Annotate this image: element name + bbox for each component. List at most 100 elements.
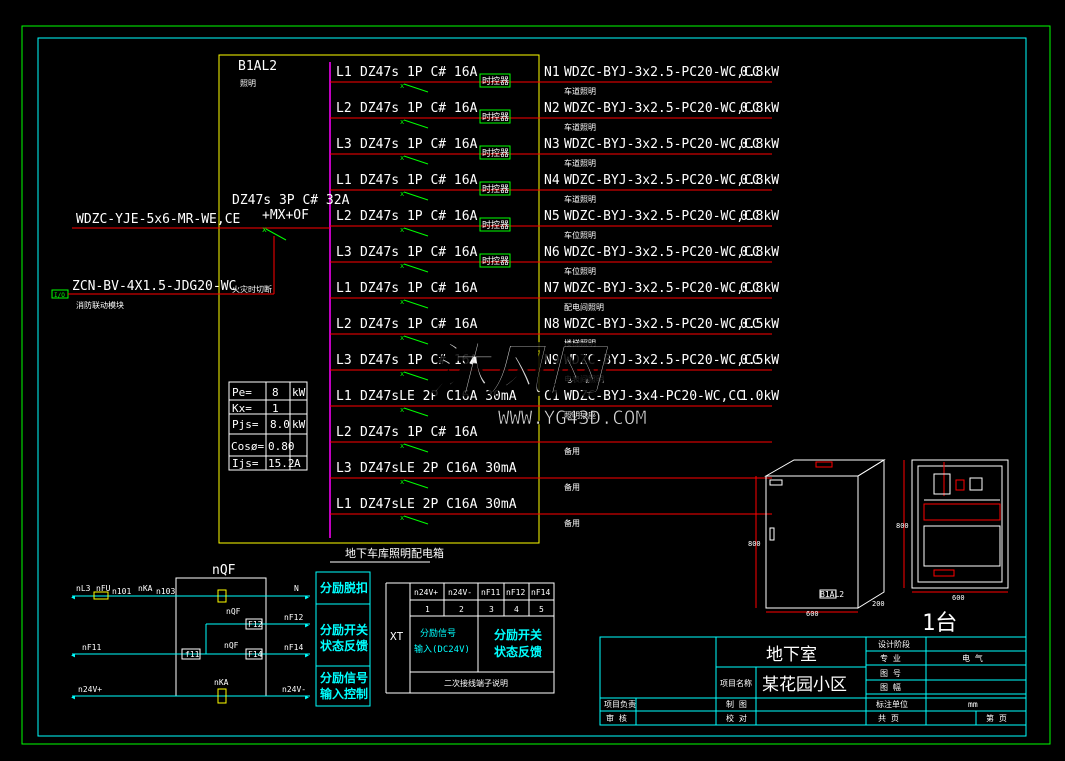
circuit-id: N2 <box>544 101 560 116</box>
circuit-note: 车道照明 <box>564 194 596 204</box>
profession-value: 电 气 <box>962 653 983 663</box>
circuit-switch-mark: x <box>400 334 404 342</box>
circuit-breaker: DZ47s 1P C# 16A <box>360 65 478 80</box>
circuit-switch-mark: x <box>400 154 404 162</box>
circuit-phase: L2 <box>336 317 352 332</box>
circuit-note: 车道照明 <box>564 122 596 132</box>
drawing-no-label: 图 号 <box>880 669 901 678</box>
wire-nF11: nF11 <box>82 643 101 652</box>
fuse-label: nFU <box>96 584 111 593</box>
circuit-breaker: DZ47s 1P C# 16A <box>360 137 478 152</box>
ctrl-label-2-l2: 输入控制 <box>320 686 368 701</box>
circuit-breaker: DZ47s 1P C# 16A <box>360 101 478 116</box>
load-k-2: Pjs= <box>232 418 259 431</box>
ka-label-top: nKA <box>138 584 153 593</box>
circuit-cable: WDZC-BYJ-3x2.5-PC20-WC,CC <box>564 173 760 188</box>
main-breaker: DZ47s 3P C# 32A <box>232 193 350 208</box>
term-h-0: n24V+ <box>414 588 438 597</box>
term-signal-l1: 分励信号 <box>420 627 456 639</box>
wire-nL3: nL3 <box>76 584 91 593</box>
circuit-switch <box>403 515 429 525</box>
timer-label: 时控器 <box>482 255 509 267</box>
term-n-0: 1 <box>425 605 430 614</box>
scale-label: 图 幅 <box>880 682 901 692</box>
circuit-switch-mark: x <box>400 262 404 270</box>
circuit-switch-mark: x <box>400 514 404 522</box>
term-n-1: 2 <box>459 605 464 614</box>
circuit-note: 车位照明 <box>564 230 596 240</box>
circuit-note: 车道照明 <box>564 158 596 168</box>
circuit-power: 0.8kW <box>740 281 779 296</box>
leader-label: 项目负责 <box>604 699 636 709</box>
load-v-0: 8 <box>272 386 279 399</box>
circuit-note: 车位照明 <box>564 266 596 276</box>
circuit-power: 0.8kW <box>740 209 779 224</box>
circuit-power: 0.8kW <box>740 173 779 188</box>
drawing-name: 地下室 <box>766 645 817 665</box>
term-n-4: 5 <box>539 605 544 614</box>
circuit-switch-mark: x <box>400 478 404 486</box>
ctrl-label-2-l1: 分励信号 <box>320 670 368 685</box>
circuit-phase: L1 <box>336 389 352 404</box>
timer-label: 时控器 <box>482 111 509 123</box>
wire-N: N <box>294 584 299 593</box>
load-k-0: Pe= <box>232 386 252 399</box>
term-h-4: nF14 <box>531 588 550 597</box>
circuit-breaker: DZ47sLE 2P C16A 30mA <box>360 389 517 404</box>
main-breaker-aux: +MX+OF <box>262 208 309 223</box>
circuit-cable: WDZC-BYJ-3x2.5-PC20-WC,CC <box>564 137 760 152</box>
wire-n24V-in: n24V+ <box>78 685 102 694</box>
fire-module-note: 消防联动模块 <box>76 300 124 310</box>
panel-caption: 地下车库照明配电箱 <box>345 546 444 560</box>
circuit-id: N1 <box>544 65 560 80</box>
term-h-2: nF11 <box>481 588 500 597</box>
std-value: mm <box>968 700 978 709</box>
outer-frame <box>21 25 1051 745</box>
circuit-switch-mark: x <box>400 226 404 234</box>
arrow-right-icon-4: ▸ <box>304 692 310 703</box>
term-n-2: 3 <box>489 605 494 614</box>
term-feedback-l1: 分励开关 <box>494 627 542 642</box>
load-k-4: Ijs= <box>232 457 259 470</box>
circuit-phase: L3 <box>336 461 352 476</box>
circuit-cable: WDZC-BYJ-3x2.5-PC20-WC,CC <box>564 245 760 260</box>
circuit-switch-mark: x <box>400 190 404 198</box>
circuit-id: N8 <box>544 317 560 332</box>
terminal-prefix: XT <box>390 630 404 643</box>
term-h-1: n24V- <box>448 588 472 597</box>
panel-sub: 照明 <box>240 79 256 88</box>
wire-n101: n101 <box>112 587 131 596</box>
circuit-power: 0.8kW <box>740 245 779 260</box>
circuit-breaker: DZ47s 1P C# 16A <box>360 353 478 368</box>
circuit-phase: L2 <box>336 209 352 224</box>
load-v-4: 15.2 <box>268 457 295 470</box>
inner-frame <box>37 37 1027 737</box>
circuit-cable: WDZC-BYJ-3x2.5-PC20-WC,CC <box>564 209 760 224</box>
cabinet-view: B1AL2 600 800 200 800 600 <box>748 459 1009 618</box>
profession-label: 专 业 <box>880 653 901 663</box>
wire-nF14: nF14 <box>284 643 303 652</box>
watermark-brand: 沐风网 <box>430 336 612 404</box>
terminal-table: XT n24V+ n24V- nF11 nF12 nF14 1 2 3 4 5 … <box>385 582 555 694</box>
design-label: 设计阶段 <box>878 639 910 649</box>
ka-coil <box>217 688 227 704</box>
cabinet-count: 1台 <box>922 611 957 636</box>
wire-n103: n103 <box>156 587 175 596</box>
circuit-power: 0.8kW <box>740 101 779 116</box>
circuit-breaker: DZ47s 1P C# 16A <box>360 173 478 188</box>
circuit-breaker: DZ47sLE 2P C16A 30mA <box>360 497 517 512</box>
ka-label-bottom: nKA <box>214 678 229 687</box>
circuit-id: N3 <box>544 137 560 152</box>
ctrl-label-1-l1: 分励开关 <box>320 622 368 637</box>
circuit-switch <box>403 119 429 129</box>
circuit-id: C1 <box>544 389 560 404</box>
circuit-breaker: DZ47s 1P C# 16A <box>360 245 478 260</box>
circuit-note: 配电间照明 <box>564 302 604 312</box>
circuit-phase: L3 <box>336 353 352 368</box>
nqf-contact-b: nQF <box>224 641 239 650</box>
term-h-3: nF12 <box>506 588 525 597</box>
circuit-cable: WDZC-BYJ-3x2.5-PC20-WC,CC <box>564 353 760 368</box>
cabinet-door-tag: B1AL2 <box>820 590 844 599</box>
